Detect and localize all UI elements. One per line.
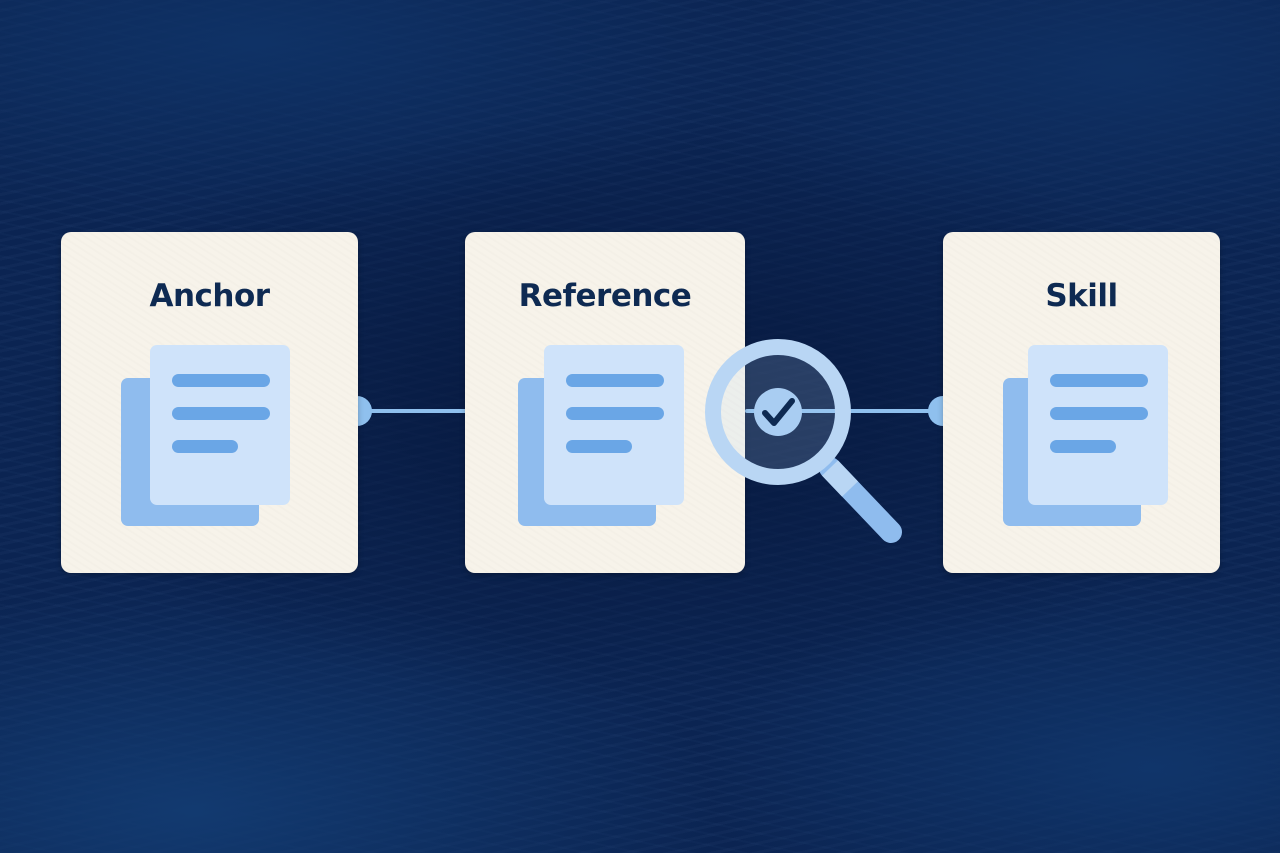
document-text-line (566, 407, 664, 420)
document-text-line (1050, 407, 1148, 420)
document-front-sheet (1028, 345, 1168, 505)
document-text-line (1050, 374, 1148, 387)
step-card-skill: Skill (943, 232, 1220, 573)
document-text-line (172, 374, 270, 387)
step-title-reference: Reference (518, 278, 692, 314)
document-text-line (172, 440, 238, 453)
step-card-reference: Reference (465, 232, 745, 573)
document-text-line (172, 407, 270, 420)
connector-anchor-reference (357, 409, 467, 413)
document-front-sheet (150, 345, 290, 505)
magnifier-handle-collar (822, 460, 858, 497)
step-card-anchor: Anchor (61, 232, 358, 573)
step-title-skill: Skill (1045, 278, 1118, 314)
document-text-line (566, 374, 664, 387)
magnifier-rim (705, 339, 851, 485)
check-mark-icon (762, 398, 795, 426)
document-text-line (566, 440, 632, 453)
step-title-anchor: Anchor (149, 278, 270, 314)
document-front-sheet (544, 345, 684, 505)
document-text-line (1050, 440, 1116, 453)
check-badge (754, 388, 802, 436)
magnifier-check-icon (705, 339, 902, 543)
